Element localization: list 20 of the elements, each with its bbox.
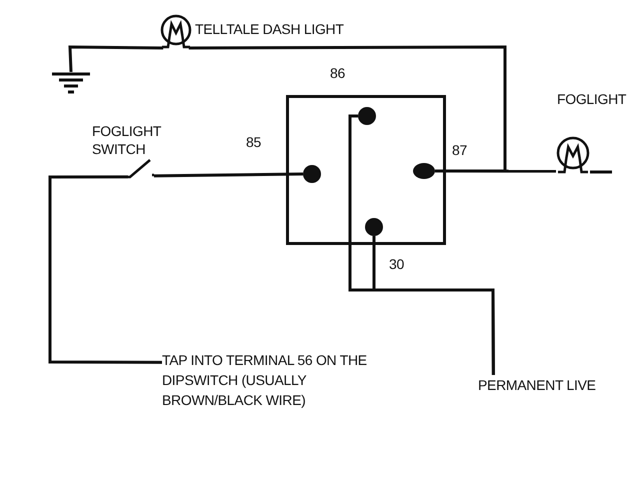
wire (435, 170, 556, 173)
wire (372, 236, 495, 375)
wire-note: PERMANENT LIVE (478, 376, 597, 395)
component-label: FOGLIGHT SWITCH (92, 122, 162, 158)
wire-note: TAP INTO TERMINAL 56 ON THE DIPSWITCH (USUALLY BROWN/BLACK WIRE) (162, 351, 368, 410)
relay-terminal (358, 107, 376, 125)
pin-number: 87 (452, 141, 468, 159)
wire (188, 46, 506, 172)
relay-terminal (413, 163, 435, 179)
pin-number: 30 (389, 255, 405, 273)
relay-terminal (365, 218, 383, 236)
wire (154, 172, 304, 178)
pin-number: 86 (330, 64, 346, 82)
component-label: TELLTALE DASH LIGHT (195, 20, 345, 38)
pin-number: 85 (246, 133, 262, 151)
wire (68, 45, 164, 72)
component-label: FOGLIGHT (557, 90, 627, 108)
wire (48, 175, 162, 364)
relay-terminal (303, 165, 321, 183)
relay-box (286, 95, 446, 245)
